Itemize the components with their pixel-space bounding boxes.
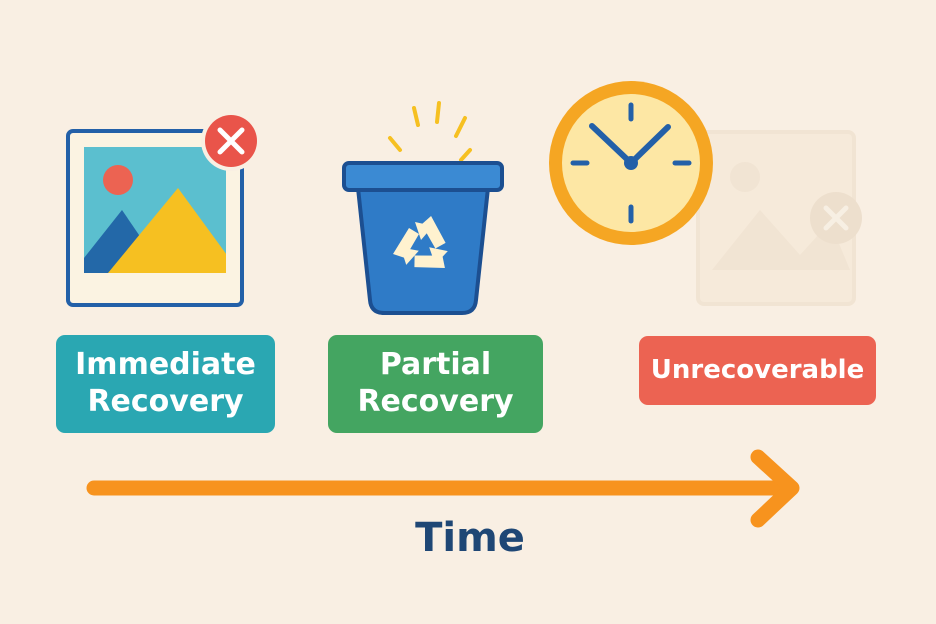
label-partial-recovery: Partial Recovery bbox=[328, 335, 543, 433]
close-badge-icon bbox=[201, 111, 261, 171]
label-immediate-recovery-text: Immediate Recovery bbox=[75, 347, 256, 419]
spark-lines-icon bbox=[388, 101, 472, 162]
clock-icon bbox=[549, 81, 713, 245]
time-axis-label: Time bbox=[415, 515, 525, 561]
photo-with-close-icon bbox=[66, 111, 261, 307]
label-partial-recovery-text: Partial Recovery bbox=[357, 347, 514, 419]
recycle-symbol-icon bbox=[393, 216, 448, 268]
time-arrow bbox=[86, 449, 800, 528]
faded-photo-icon bbox=[696, 130, 862, 306]
label-unrecoverable: Unrecoverable bbox=[639, 336, 876, 405]
recycle-bin-icon bbox=[342, 101, 504, 315]
label-immediate-recovery: Immediate Recovery bbox=[56, 335, 275, 433]
label-unrecoverable-text: Unrecoverable bbox=[650, 354, 865, 385]
